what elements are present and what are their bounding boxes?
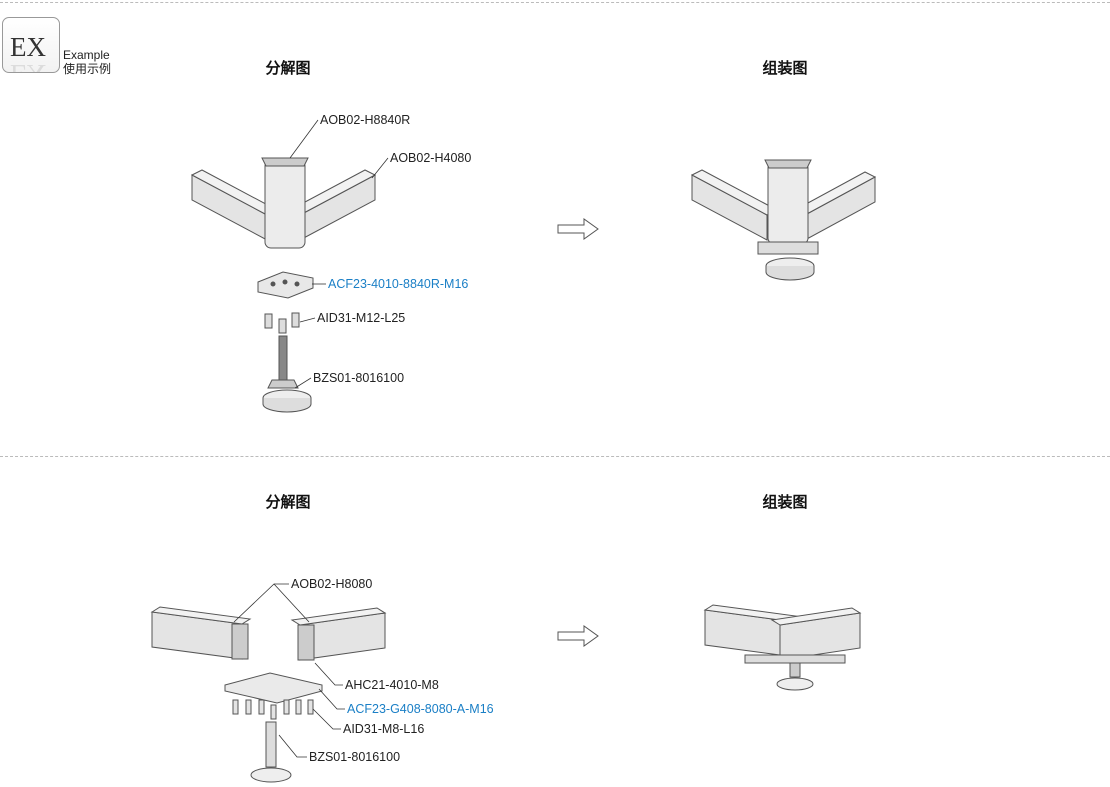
part-label: AID31-M12-L25 (317, 311, 406, 325)
part-label: AOB02-H8840R (320, 113, 411, 127)
part-label: AID31-M8-L16 (343, 722, 425, 736)
logo-label-en: Example (63, 48, 110, 62)
arrow-icon (557, 218, 599, 240)
logo-label-cn: 使用示例 (63, 62, 112, 76)
divider-middle (0, 456, 1110, 457)
logo-caption: Example 使用示例 (63, 48, 111, 76)
example1-assembled-drawing (690, 159, 877, 281)
example1-exploded-title: 分解图 (265, 60, 311, 77)
part-label: AOB02-H8080 (291, 577, 373, 591)
part-link[interactable]: ACF23-G408-8080-A-M16 (347, 702, 494, 716)
example1-exploded-drawing (190, 157, 377, 413)
part-link[interactable]: ACF23-4010-8840R-M16 (328, 277, 469, 291)
example2-assembled-title: 组装图 (762, 494, 808, 511)
example-logo: EXEX (2, 17, 60, 73)
example2-exploded-title: 分解图 (265, 494, 311, 511)
part-label: AOB02-H4080 (390, 151, 472, 165)
part-label: AHC21-4010-M8 (345, 678, 439, 692)
leader-lines-ex2 (233, 583, 345, 758)
part-label: BZS01-8016100 (309, 750, 401, 764)
divider-top (0, 2, 1110, 3)
example2-exploded-drawing (150, 606, 387, 783)
leader-lines-ex1 (289, 119, 389, 389)
logo-text: EX (10, 32, 46, 62)
arrow-icon (557, 625, 599, 647)
example1-assembled-title: 组装图 (762, 60, 808, 77)
part-label: BZS01-8016100 (313, 371, 405, 385)
example2-assembled-drawing (703, 604, 862, 691)
